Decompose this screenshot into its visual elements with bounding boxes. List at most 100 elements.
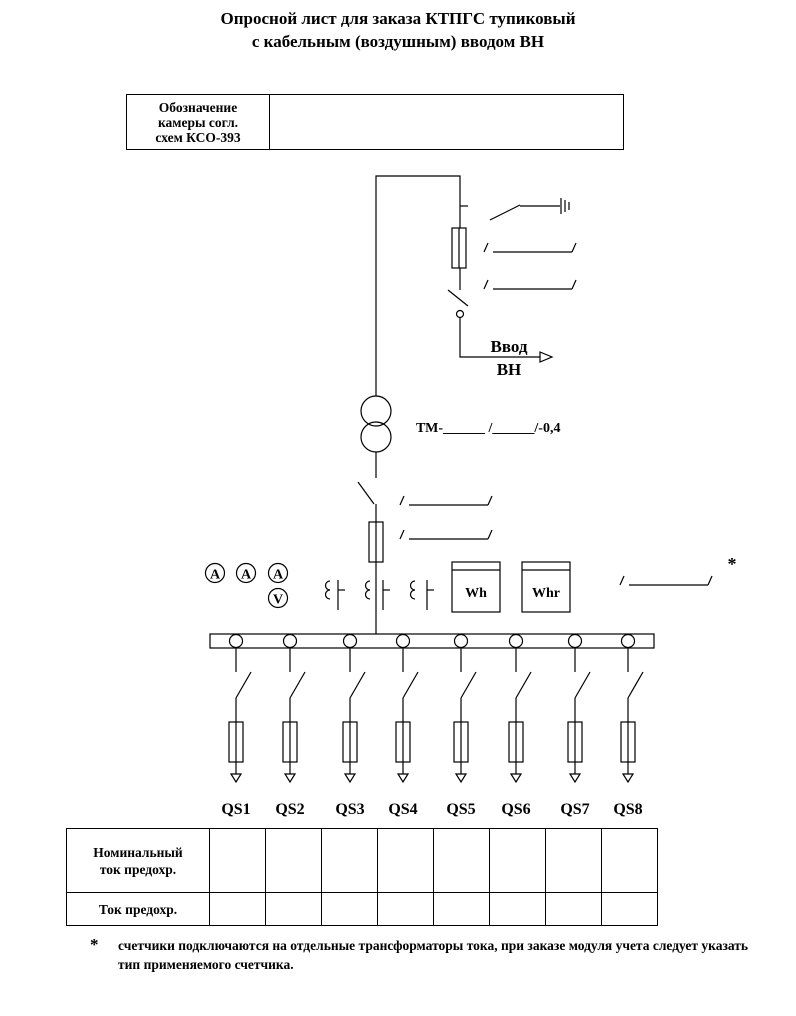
transformer-primary-winding-icon (360, 395, 392, 427)
feeder-label: QS7 (560, 801, 589, 818)
current-transformer-1-icon (324, 580, 345, 610)
feeder-switch-blade-icon (235, 671, 252, 699)
fuse-current-cell-qs2[interactable] (265, 892, 322, 926)
meter-wh-label: Wh (465, 586, 487, 601)
hv-input-arrow-icon (539, 351, 554, 363)
busbar-tap-icon (342, 633, 358, 649)
feeder-output-arrow-icon (509, 773, 523, 784)
lv-switch-blank (399, 495, 493, 506)
rated-current-label-line2: ток предохр. (99, 861, 177, 877)
feeder-qs4: QS4 (388, 633, 419, 818)
voltmeter-icon: V (267, 587, 289, 609)
ammeter-3-icon: A (267, 562, 289, 584)
chamber-label-line2: камеры согл. (157, 114, 239, 130)
feeder-output-arrow-icon (229, 773, 243, 784)
ground-icon (560, 198, 570, 214)
feeder-qs8: QS8 (613, 633, 644, 818)
lv-fuse-blank (399, 529, 493, 540)
chamber-designation-box: Обозначение камеры согл. схем КСО-393 (126, 94, 624, 150)
feeder-output-arrow-icon (283, 773, 297, 784)
ammeter-2-icon: A (235, 562, 257, 584)
feeder-output-arrow-icon (454, 773, 468, 784)
busbar-tap-icon (453, 633, 469, 649)
ammeter-3-symbol: A (273, 568, 284, 583)
meter-whr-box: Whr (521, 561, 571, 613)
hv-input-line (459, 318, 545, 358)
meter-wh-box: Wh (451, 561, 501, 613)
feeder-qs6: QS6 (501, 633, 532, 818)
feeder-label: QS6 (501, 801, 530, 818)
meter-whr-label: Whr (532, 586, 560, 601)
rated-current-cell-qs5[interactable] (433, 827, 490, 894)
voltmeter-symbol: V (273, 593, 283, 608)
fuse-current-cell-qs4[interactable] (377, 892, 434, 926)
rated-current-cell-qs4[interactable] (377, 827, 434, 894)
feeder-output-arrow-icon (568, 773, 582, 784)
meter-type-blank (619, 575, 713, 586)
feeder-switch-blade-icon (402, 671, 419, 699)
feeder-label: QS8 (613, 801, 642, 818)
fuse-current-cell-qs8[interactable] (601, 892, 658, 926)
feeder-qs1: QS1 (221, 633, 252, 818)
table-row: Номинальный ток предохр. (66, 827, 658, 894)
busbar-tap-icon (282, 633, 298, 649)
lv-busbar (209, 633, 655, 649)
rated-current-cell-qs8[interactable] (601, 827, 658, 894)
page-subtitle: с кабельным (воздушным) вводом ВН (251, 32, 545, 51)
fuse-current-cell-qs5[interactable] (433, 892, 490, 926)
chamber-label-line1: Обозначение (158, 99, 238, 115)
hv-switch-contact-icon (455, 309, 465, 319)
busbar-tap-icon (395, 633, 411, 649)
fuse-current-cell-qs7[interactable] (545, 892, 602, 926)
feeder-switch-blade-icon (349, 671, 366, 699)
current-transformer-3-icon (409, 580, 434, 610)
feeder-qs2: QS2 (275, 633, 306, 818)
current-transformer-2-icon (364, 580, 390, 610)
ammeter-1-icon: A (204, 562, 226, 584)
rated-current-cell-qs6[interactable] (489, 827, 546, 894)
busbar-tap-icon (228, 633, 244, 649)
feeder-switch-blade-icon (460, 671, 477, 699)
feeder-qs7: QS7 (560, 633, 591, 818)
hv-input-label-line1: Ввод (490, 337, 527, 356)
earthing-switch-blade (489, 204, 521, 221)
feeder-switch-blade-icon (289, 671, 306, 699)
feeder-label: QS5 (446, 801, 475, 818)
feeder-switch-blade-icon (574, 671, 591, 699)
feeder-output-arrow-icon (343, 773, 357, 784)
feeder-label: QS4 (388, 801, 417, 818)
hv-input-label-line2: ВН (497, 360, 522, 379)
chamber-designation-field[interactable] (269, 94, 624, 150)
rated-current-label: Номинальный ток предохр. (66, 827, 210, 894)
busbar-tap-icon (567, 633, 583, 649)
feeder-output-arrow-icon (396, 773, 410, 784)
rated-current-cell-qs2[interactable] (265, 827, 322, 894)
fuse-current-label: Ток предохр. (66, 892, 210, 926)
footnote-text: счетчики подключаются на отдельные транс… (118, 938, 749, 972)
feeder-qs5: QS5 (446, 633, 477, 818)
fuse-current-cell-qs1[interactable] (209, 892, 266, 926)
table-row: Ток предохр. (66, 892, 658, 926)
feeder-label: QS2 (275, 801, 304, 818)
rated-current-cell-qs7[interactable] (545, 827, 602, 894)
rated-current-cell-qs3[interactable] (321, 827, 378, 894)
chamber-label-line3: схем КСО-393 (155, 129, 241, 145)
busbar-tap-icon (620, 633, 636, 649)
feeder-label: QS3 (335, 801, 364, 818)
hv-switch-blank (483, 279, 577, 290)
transformer-label: ТМ-______ /______/-0,4 (416, 421, 560, 436)
fuse-current-cell-qs6[interactable] (489, 892, 546, 926)
feeder-output-arrow-icon (621, 773, 635, 784)
fuse-current-cell-qs3[interactable] (321, 892, 378, 926)
rated-current-cell-qs1[interactable] (209, 827, 266, 894)
rated-current-label-line1: Номинальный (93, 844, 183, 860)
busbar-tap-icon (508, 633, 524, 649)
page-title: Опросной лист для заказа КТПГС тупиковый (220, 9, 576, 28)
footnote-asterisk: * (90, 935, 99, 954)
hv-switch-blade-icon (447, 289, 469, 307)
hv-fuse-blank (483, 242, 577, 253)
fuse-table: Номинальный ток предохр. Ток предохр. (66, 827, 658, 926)
feeder-qs3: QS3 (335, 633, 366, 818)
